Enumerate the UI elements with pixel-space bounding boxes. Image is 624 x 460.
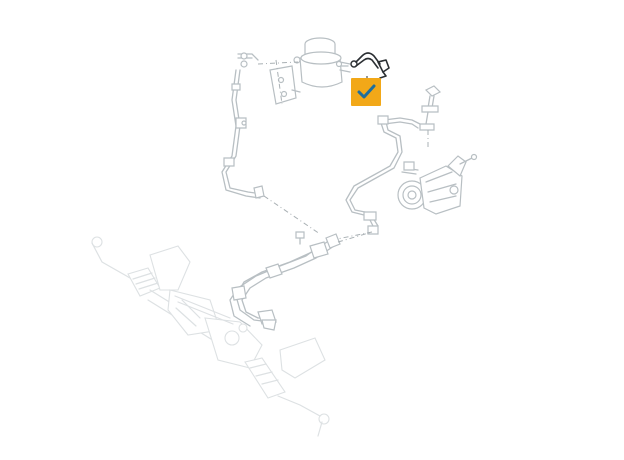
- steering-rack: [91, 236, 330, 437]
- feed-hose-assembly: [229, 231, 373, 331]
- pressure-line: [331, 115, 421, 241]
- power-steering-pump: [397, 153, 478, 215]
- bolt: [295, 231, 305, 245]
- marker-box: [351, 78, 381, 106]
- reservoir-bracket: [269, 56, 301, 105]
- banjo-fitting: [419, 85, 442, 150]
- highlighted-hose: [350, 52, 390, 79]
- selected-part-marker[interactable]: [351, 76, 381, 106]
- return-line: [221, 52, 349, 235]
- fluid-reservoir: [299, 37, 351, 88]
- check-icon: [357, 84, 376, 99]
